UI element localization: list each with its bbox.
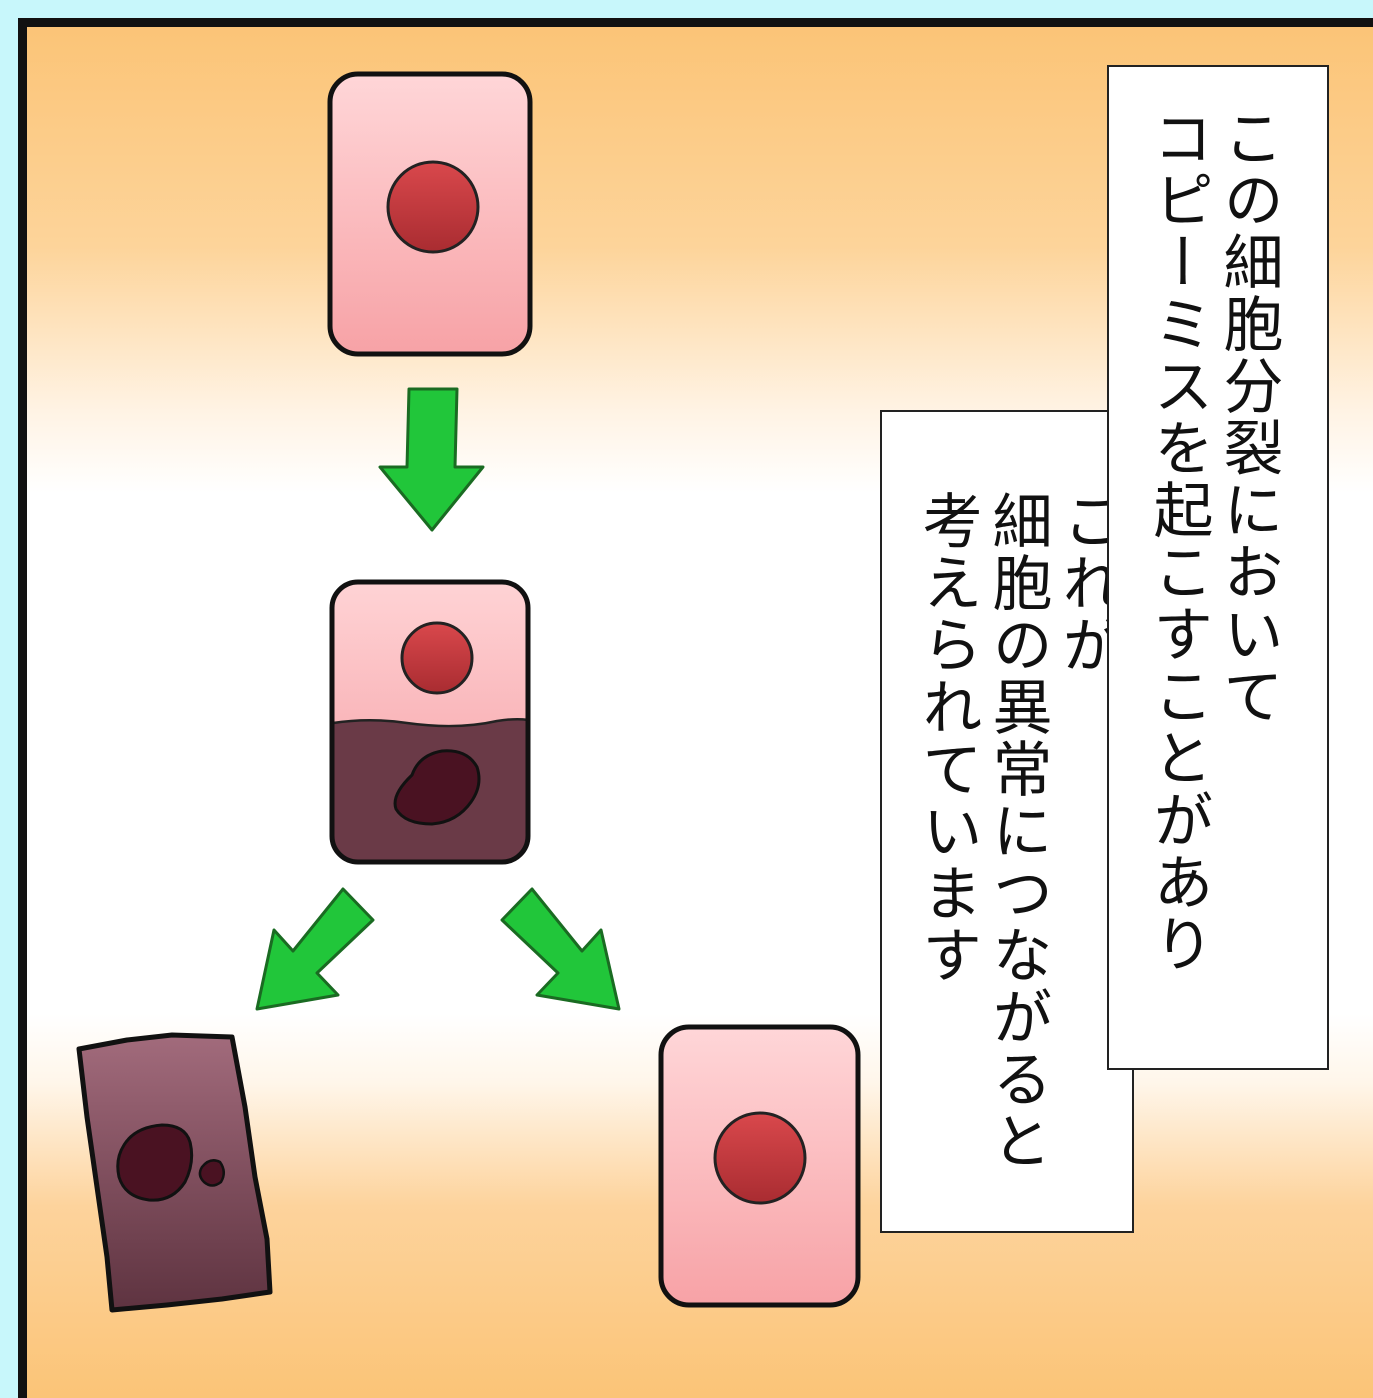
narration-line: 細胞の異常につながると	[982, 490, 1052, 1172]
arrow-down-right-icon	[500, 887, 621, 1011]
narration-line: 考えられています	[912, 490, 982, 986]
abnormal-nucleus	[393, 749, 481, 826]
normal-nucleus	[400, 621, 474, 695]
abnormal-nucleus-large	[116, 1123, 194, 1202]
narration-box-secondary: これが 細胞の異常につながると 考えられています	[880, 410, 1134, 1233]
dividing-cell	[329, 579, 531, 865]
narration-line: コピーミスを起こすことがあり	[1143, 107, 1213, 975]
narration-box-primary: この細胞分裂において コピーミスを起こすことがあり	[1107, 65, 1329, 1070]
arrow-down-icon	[378, 387, 485, 532]
parent-nucleus	[386, 160, 480, 254]
abnormal-nucleus-fragment	[198, 1159, 225, 1187]
daughter-nucleus	[713, 1111, 807, 1205]
abnormal-daughter-cell	[76, 1032, 273, 1313]
comic-panel: これが 細胞の異常につながると 考えられています この細胞分裂において コピーミ…	[18, 18, 1373, 1398]
cell-division-illustration	[76, 71, 861, 1313]
narration-line: この細胞分裂において	[1213, 107, 1283, 727]
normal-daughter-cell	[658, 1024, 861, 1308]
parent-cell	[327, 71, 533, 357]
arrow-down-left-icon	[255, 887, 375, 1011]
